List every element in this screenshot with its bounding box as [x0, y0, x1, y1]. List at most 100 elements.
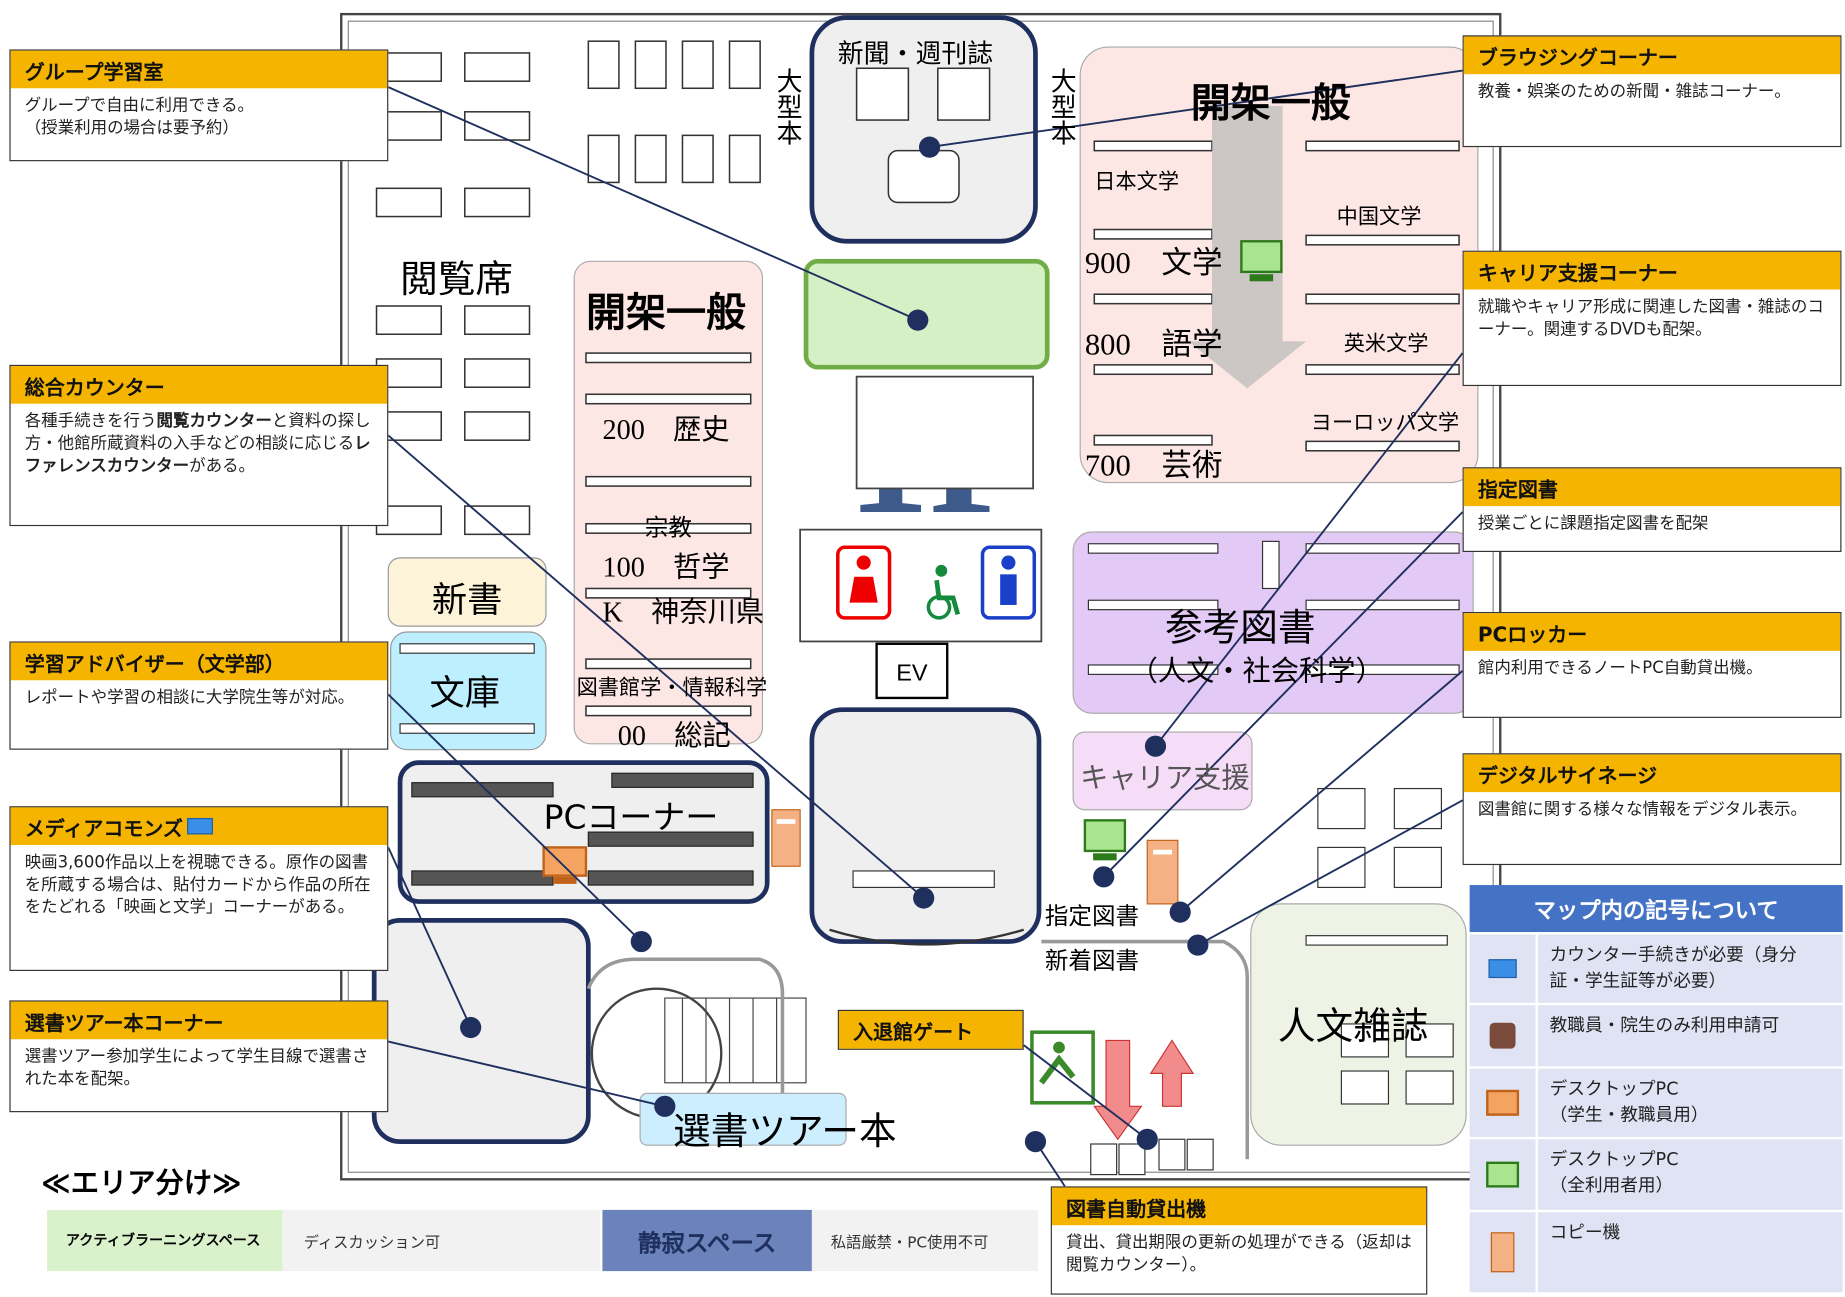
shelf-label: ヨーロッパ文学 — [1310, 410, 1460, 435]
shelf-label: 00 総記 — [617, 721, 731, 753]
leader-lines — [387, 69, 1464, 1187]
callout-designated: 指定図書 授業ごとに課題指定図書を配架 — [1462, 467, 1842, 552]
leader-dots — [460, 136, 1209, 1153]
desktop-pc-green-icon — [1083, 819, 1127, 861]
label-open-stacks-right: 開架一般 — [1190, 80, 1351, 128]
area-active-desc: ディスカッション可 — [282, 1209, 601, 1272]
reading-seats — [375, 52, 531, 536]
gate-out-arrow — [1149, 1039, 1195, 1107]
callout-title: キャリア支援コーナー — [1463, 251, 1841, 290]
bunko-area — [390, 631, 547, 751]
callout-title: 指定図書 — [1463, 468, 1841, 507]
callout-title: デジタルサイネージ — [1463, 754, 1841, 793]
callout-study-advisor: 学習アドバイザー（文学部） レポートや学習の相談に大学院生等が対応。 — [9, 641, 389, 750]
open-stacks-left — [573, 260, 764, 745]
area-quiet-label: 静寂スペース — [602, 1209, 812, 1272]
callout-group-study: グループ学習室 グループで自由に利用できる。 （授業利用の場合は要予約） — [9, 49, 389, 162]
legend-title: マップ内の記号について — [1469, 885, 1843, 933]
legend-item: デスクトップPC （学生・教職員用） — [1469, 1066, 1843, 1137]
shelves-left — [585, 352, 752, 717]
group-study-room — [803, 258, 1050, 370]
callout-body: グループで自由に利用できる。 （授業利用の場合は要予約） — [24, 96, 255, 138]
label-big-books-right: 大型本 — [1050, 68, 1077, 150]
callout-body: 教養・娯楽のための新聞・雑誌コーナー。 — [1477, 82, 1791, 102]
shelves-right — [1093, 140, 1460, 452]
label-tour-books: 選書ツアー本 — [673, 1108, 897, 1154]
label-big-books-left: 大型本 — [776, 68, 803, 150]
desktop-green-icon — [1486, 1161, 1520, 1188]
card-icon — [1488, 959, 1517, 979]
callout-title: 図書自動貸出機 — [1051, 1187, 1427, 1226]
label-career: キャリア支援 — [1080, 761, 1250, 795]
callout-tour-books: 選書ツアー本コーナー 選書ツアー参加学生によって学生目線で選書された本を配架。 — [9, 1000, 389, 1113]
callout-pc-locker: PCロッカー 館内利用できるノートPC自動貸出機。 — [1462, 612, 1842, 718]
label-shinsho: 新書 — [431, 580, 503, 622]
callout-browsing: ブラウジングコーナー 教養・娯楽のための新聞・雑誌コーナー。 — [1462, 35, 1842, 148]
staff-icon — [1489, 1022, 1516, 1049]
elevator — [875, 642, 949, 700]
shelf-label: 100 哲学 — [602, 553, 730, 584]
callout-body: 就職やキャリア形成に関連した図書・雑誌のコーナー。関連するDVDも配架。 — [1477, 297, 1824, 339]
callout-entry-gate: 入退館ゲート — [837, 1009, 1024, 1050]
center-tables — [587, 40, 761, 184]
media-commons — [371, 918, 591, 1144]
copier-icon — [1146, 839, 1179, 905]
shelf-label: 900 文学 — [1084, 245, 1223, 281]
desktop-pc-green-icon — [1240, 240, 1283, 282]
callout-title: ブラウジングコーナー — [1463, 36, 1841, 75]
callout-digital-signage: デジタルサイネージ 図書館に関する様々な情報をデジタル表示。 — [1462, 753, 1842, 866]
area-quiet-desc: 私語厳禁・PC使用不可 — [811, 1209, 1038, 1272]
legend-item: カウンター手続きが必要（身分証・学生証等が必要） — [1469, 932, 1843, 1003]
callout-title: 選書ツアー本コーナー — [10, 1001, 388, 1040]
label-reference-sub: （人文・社会科学） — [1129, 654, 1384, 688]
label-newspaper: 新聞・週刊誌 — [837, 40, 994, 70]
label-bunko: 文庫 — [429, 673, 501, 715]
accessible-toilet-icon — [926, 564, 961, 620]
callout-body: 選書ツアー参加学生によって学生目線で選書された本を配架。 — [24, 1047, 369, 1089]
card-icon — [187, 817, 214, 835]
shelf-label: 英米文学 — [1343, 331, 1429, 356]
callout-body: 図書館に関する様々な情報をデジタル表示。 — [1477, 800, 1808, 820]
map-legend: マップ内の記号について カウンター手続きが必要（身分証・学生証等が必要） 教職員… — [1469, 885, 1843, 1293]
callout-title: メディアコモンズ — [10, 807, 388, 846]
callout-body: 映画3,600作品以上を視聴できる。原作の図書を所蔵する場合は、貼付カードから作… — [24, 853, 371, 917]
label-humanities-mag: 人文雑誌 — [1277, 1003, 1429, 1049]
callout-media-commons: メディアコモンズ 映画3,600作品以上を視聴できる。原作の図書を所蔵する場合は… — [9, 806, 389, 971]
callout-self-checkout: 図書自動貸出機 貸出、貸出期限の更新の処理ができる（返却は閲覧カウンター）。 — [1050, 1186, 1428, 1295]
copier-icon — [1490, 1232, 1515, 1273]
label-designated: 指定図書 — [1044, 901, 1140, 930]
shelf-label: 日本文学 — [1094, 169, 1180, 194]
callout-title: グループ学習室 — [10, 50, 388, 89]
legend-item: コピー機 — [1469, 1209, 1843, 1293]
label-open-stacks-left: 開架一般 — [585, 289, 747, 337]
area-key-title: ≪エリア分け≫ — [41, 1166, 242, 1200]
career-area — [1072, 731, 1253, 811]
shelf-label: 中国文学 — [1336, 204, 1422, 229]
shelf-label: 図書館学・情報科学 — [576, 675, 768, 700]
shelf-label: 宗教 — [644, 515, 692, 542]
desktop-orange-icon — [1486, 1089, 1520, 1116]
callout-body: 館内利用できるノートPC自動貸出機。 — [1477, 659, 1763, 678]
callout-title: 総合カウンター — [10, 366, 388, 404]
label-pc-corner: PCコーナー — [543, 797, 719, 837]
shinsho-area — [387, 557, 547, 627]
callout-career: キャリア支援コーナー 就職やキャリア形成に関連した図書・雑誌のコーナー。関連する… — [1462, 250, 1842, 387]
copier-icon — [771, 809, 801, 867]
callout-title: 入退館ゲート — [838, 1011, 1023, 1049]
label-new-books: 新着図書 — [1044, 946, 1140, 975]
shelf-label: 800 語学 — [1084, 327, 1223, 362]
callout-title: PCロッカー — [1463, 613, 1841, 651]
area-active-label: アクティブラーニングスペース — [47, 1209, 283, 1272]
callout-general-counter: 総合カウンター 各種手続きを行う閲覧カウンターと資料の探し方・他館所蔵資料の入手… — [9, 364, 389, 527]
shelf-label: 700 芸術 — [1084, 448, 1223, 483]
callout-title: 学習アドバイザー（文学部） — [10, 642, 388, 681]
shelf-label: 200 歴史 — [602, 415, 730, 447]
callout-body: レポートや学習の相談に大学院生等が対応。 — [24, 688, 355, 708]
label-reference: 参考図書 — [1164, 604, 1316, 650]
legend-item: デスクトップPC （全利用者用） — [1469, 1136, 1843, 1210]
shelf-label: K 神奈川県 — [602, 597, 765, 629]
label-reading-seats: 閲覧席 — [400, 257, 514, 301]
callout-body: 授業ごとに課題指定図書を配架 — [1477, 514, 1709, 534]
callout-body: 貸出、貸出期限の更新の処理ができる（返却は閲覧カウンター）。 — [1066, 1233, 1412, 1275]
